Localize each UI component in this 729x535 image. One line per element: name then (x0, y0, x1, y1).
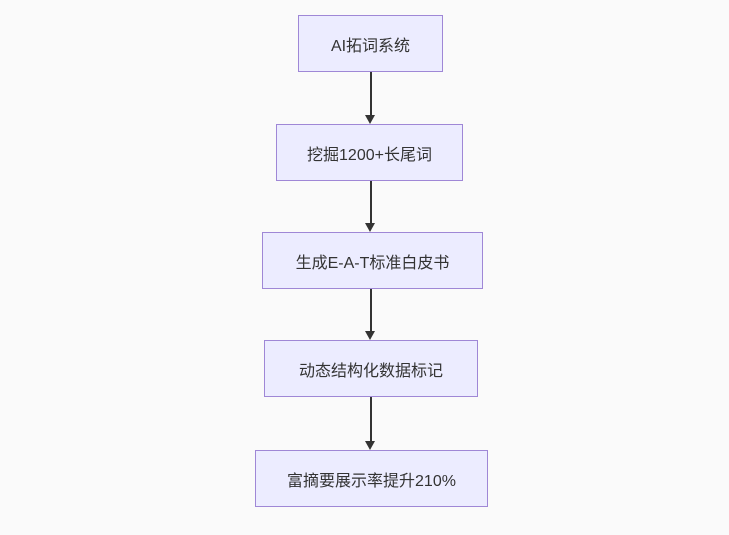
arrow-line (370, 397, 372, 443)
node-label: 动态结构化数据标记 (298, 362, 443, 380)
flowchart-node-eat-whitepaper: 生成E-A-T标准白皮书 (262, 232, 483, 289)
arrowhead-icon (365, 441, 375, 450)
node-label: 富摘要展示率提升210% (287, 472, 456, 490)
arrow-line (370, 72, 372, 117)
arrowhead-icon (365, 115, 375, 124)
flowchart-arrow-2 (365, 181, 375, 232)
arrowhead-icon (365, 331, 375, 340)
node-label: 挖掘1200+长尾词 (307, 146, 432, 164)
flowchart-arrow-4 (365, 397, 375, 450)
node-label: 生成E-A-T标准白皮书 (295, 254, 450, 272)
node-label: AI拓词系统 (330, 37, 411, 55)
flowchart-node-rich-snippet-result: 富摘要展示率提升210% (255, 450, 488, 507)
flowchart-arrow-1 (365, 72, 375, 124)
arrow-line (370, 289, 372, 333)
flowchart-node-longtail-mining: 挖掘1200+长尾词 (276, 124, 463, 181)
flowchart-node-ai-word-expansion: AI拓词系统 (298, 15, 443, 72)
flowchart-node-structured-data-markup: 动态结构化数据标记 (264, 340, 478, 397)
arrow-line (370, 181, 372, 225)
flowchart-arrow-3 (365, 289, 375, 340)
arrowhead-icon (365, 223, 375, 232)
